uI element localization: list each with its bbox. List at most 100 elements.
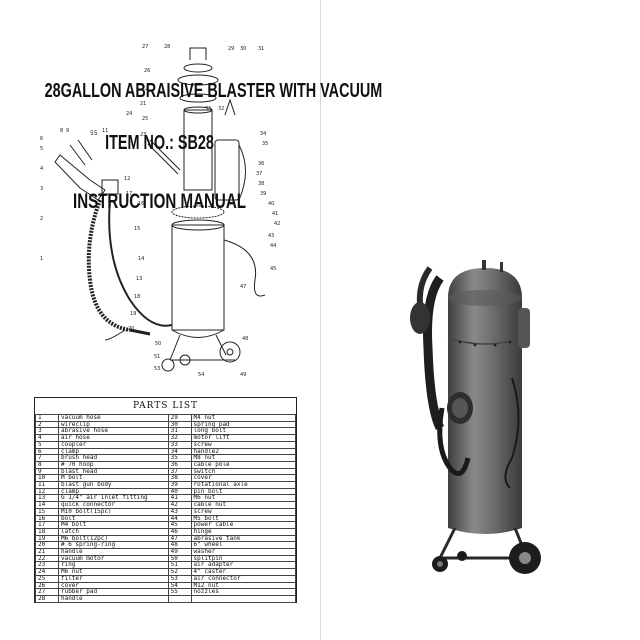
part-name: M6 bolt(12pc) <box>57 534 169 543</box>
part-name: abrasive hose <box>57 427 169 436</box>
part-number: 45 <box>167 521 192 529</box>
part-name: air connector <box>190 574 297 583</box>
callout-3: 3 <box>40 186 43 192</box>
callout-35: 35 <box>262 141 268 147</box>
callout-49: 49 <box>240 372 246 378</box>
callout-47: 47 <box>240 284 246 290</box>
callout-34: 34 <box>260 131 266 137</box>
part-name: latch <box>57 527 169 536</box>
callout-8: 8 <box>60 128 63 134</box>
part-number: 2 <box>35 420 59 429</box>
callout-43: 43 <box>268 233 274 239</box>
part-name: blast gun body <box>57 481 169 489</box>
part-name: coupler <box>57 440 169 449</box>
callout-17: 17 <box>126 191 132 197</box>
part-number: 6 <box>35 447 59 456</box>
part-number: 41 <box>167 494 192 503</box>
part-name: M bolt <box>57 474 169 483</box>
part-name: clamp <box>57 447 169 456</box>
part-number: 9 <box>35 467 59 476</box>
part-name: clamp <box>57 487 169 496</box>
part-number: 42 <box>167 501 192 509</box>
part-name: cable pole <box>190 460 297 469</box>
part-number: 22 <box>35 554 59 563</box>
part-number: 40 <box>167 487 192 496</box>
filter-ring <box>179 93 217 103</box>
part-number: 32 <box>167 434 192 442</box>
part-number: 33 <box>167 440 192 449</box>
part-number: 18 <box>35 527 59 536</box>
callout-1: 1 <box>40 256 43 262</box>
part-number: 52 <box>167 568 192 576</box>
part-number: 1 <box>35 414 59 422</box>
part-number: 20 <box>35 541 59 550</box>
part-name: # 6 spring-ring <box>57 541 169 550</box>
part-name: cable nut <box>190 501 297 509</box>
part-number: 29 <box>167 414 192 422</box>
callout-15: 15 <box>134 226 140 232</box>
callout-41: 41 <box>272 211 278 217</box>
part-name: M8 nut <box>190 454 297 462</box>
part-number: 11 <box>35 481 59 489</box>
wheel-6in <box>219 341 241 363</box>
part-number: 47 <box>167 534 192 543</box>
part-name: M4 bolt <box>57 521 169 529</box>
callout-14: 14 <box>138 256 144 262</box>
power-cable <box>223 239 266 297</box>
part-number: 54 <box>167 581 192 590</box>
callout-45: 45 <box>270 266 276 272</box>
part-name: bolt <box>57 514 169 523</box>
callout-21: 21 <box>140 101 146 107</box>
part-name: air adapter <box>190 561 297 570</box>
part-name: cover <box>57 581 169 590</box>
callout-9: 9 <box>66 128 69 134</box>
callout-13: 13 <box>136 276 142 282</box>
part-name: ring <box>57 561 169 570</box>
part-number: 53 <box>167 574 192 583</box>
part-number: 25 <box>35 574 59 583</box>
part-number: 44 <box>167 514 192 523</box>
part-name: switch <box>190 467 297 476</box>
part-name: pin bolt <box>190 487 297 496</box>
part-number: 48 <box>167 541 192 550</box>
manual-title: INSTRUCTION MANUAL <box>72 190 247 213</box>
part-number: 27 <box>35 588 59 596</box>
callout-26: 26 <box>144 68 150 74</box>
part-name: M5 bolt <box>190 514 297 523</box>
part-number: 21 <box>35 548 59 556</box>
part-number: 24 <box>35 568 59 576</box>
part-name: cover <box>190 474 297 483</box>
part-number: 19 <box>35 534 59 543</box>
part-name: spring pad <box>190 420 297 429</box>
part-name: handle2 <box>190 447 297 456</box>
part-number: 12 <box>35 487 59 496</box>
callout-37: 37 <box>256 171 262 177</box>
filter <box>183 109 213 191</box>
top-handle <box>189 47 207 60</box>
part-number: 7 <box>35 454 59 462</box>
part-name: # 70 hoop <box>57 460 169 469</box>
callout-55: 55 <box>90 130 98 137</box>
callout-44: 44 <box>270 243 276 249</box>
callout-5: 5 <box>40 146 43 152</box>
caster-mid <box>179 354 191 366</box>
part-number: 16 <box>35 514 59 523</box>
part-number: 39 <box>167 481 192 489</box>
vacuum-motor <box>214 139 240 201</box>
part-name: rotational axle <box>190 481 297 489</box>
part-name: M6 nut <box>57 568 169 576</box>
part-number: 4 <box>35 434 59 442</box>
part-name: 6" wheel <box>190 541 297 550</box>
callout-27: 27 <box>142 44 148 50</box>
